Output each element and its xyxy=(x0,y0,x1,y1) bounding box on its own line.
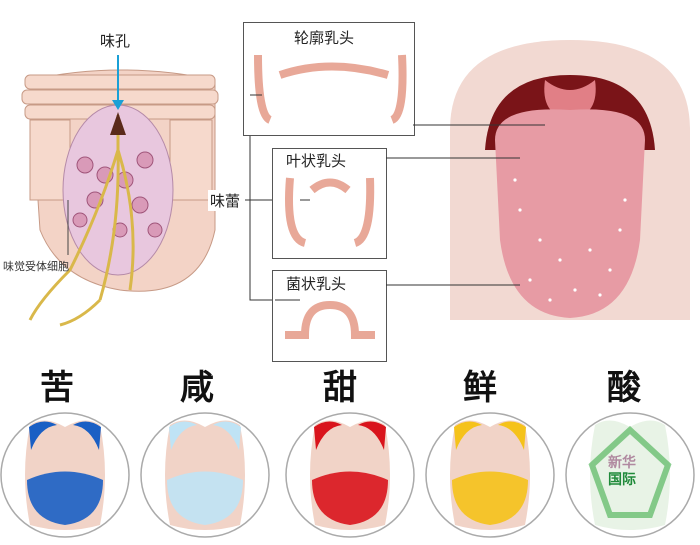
watermark-ring xyxy=(588,425,672,518)
taste-bud-drawing xyxy=(21,55,219,327)
taste-zone xyxy=(312,471,388,525)
taste-zone xyxy=(167,471,243,525)
receptor-cell-label: 味觉受体细胞 xyxy=(3,260,69,273)
taste-zone xyxy=(27,471,103,525)
tip-zone-left xyxy=(169,421,197,450)
circumvallate-label: 轮廓乳头 xyxy=(292,27,357,48)
taste-umami: 鲜 xyxy=(463,368,497,408)
taste-bitter: 苦 xyxy=(40,368,74,408)
taste-zone xyxy=(452,471,528,525)
fungiform-label: 菌状乳头 xyxy=(284,273,349,294)
taste-sweet: 甜 xyxy=(323,368,357,408)
watermark-logo: 新华 国际 xyxy=(608,455,636,488)
taste-sour: 酸 xyxy=(607,368,641,408)
tongue-drawing xyxy=(450,40,690,320)
tip-zone-left xyxy=(454,421,482,450)
taste-salty: 咸 xyxy=(180,368,214,408)
foliate-label: 叶状乳头 xyxy=(284,150,349,171)
tip-zone-right xyxy=(213,421,241,450)
taste-bud-label: 味蕾 xyxy=(208,190,243,211)
tip-zone-left xyxy=(314,421,342,450)
tip-zone-right xyxy=(358,421,386,450)
tip-zone-left xyxy=(29,421,57,450)
tip-zone-right xyxy=(73,421,101,450)
taste-tongues xyxy=(0,412,695,538)
tip-zone-right xyxy=(498,421,526,450)
taste-pore-label: 味孔 xyxy=(98,30,133,51)
